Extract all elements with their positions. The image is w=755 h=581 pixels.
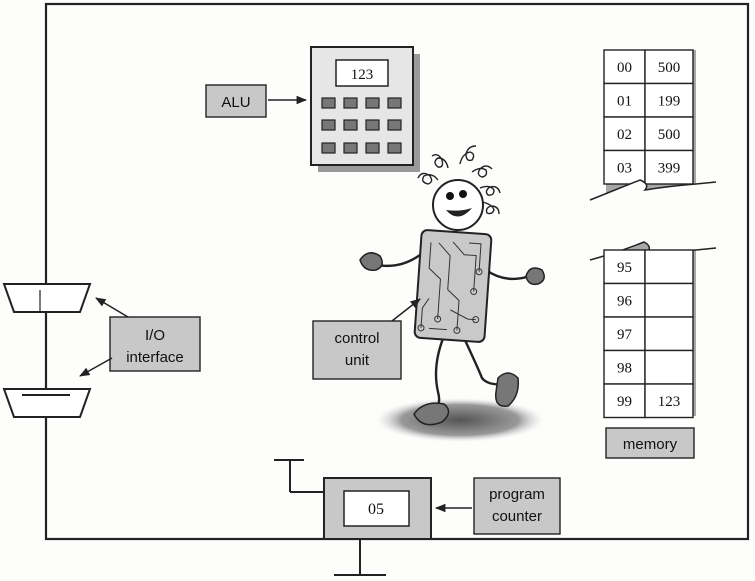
control-unit-arrow xyxy=(391,298,421,322)
program-counter-line2: counter xyxy=(492,508,542,525)
program-counter-display xyxy=(343,490,410,527)
alu-display xyxy=(335,59,389,87)
memory-value: 500 xyxy=(658,60,681,76)
memory-row: 98 xyxy=(603,349,694,385)
memory-address: 03 xyxy=(617,161,632,177)
io-tray-top xyxy=(2,283,92,316)
memory-table: 00 500 01 199 02 500 03 399 95 96 97 98 99 123 memor… xyxy=(589,49,720,459)
memory-address: 01 xyxy=(617,94,632,110)
memory-value: 199 xyxy=(658,94,681,110)
robot-hair xyxy=(417,145,501,215)
memory-row: 03 399 xyxy=(603,149,694,185)
memory-address: 97 xyxy=(617,327,633,343)
robot-head xyxy=(432,179,484,231)
output-stem xyxy=(334,539,386,576)
memory-address: 02 xyxy=(617,127,632,143)
memory-address: 98 xyxy=(617,361,632,377)
robot-circuit-board xyxy=(413,229,493,343)
program-counter-label-box: program counter xyxy=(473,477,561,535)
memory-address: 00 xyxy=(617,60,632,76)
program-counter-line1: program xyxy=(489,486,545,503)
memory-tear xyxy=(590,180,720,260)
memory-row: 96 xyxy=(603,282,694,318)
memory-row: 01 199 xyxy=(603,82,694,118)
robot-left-foot xyxy=(413,402,450,426)
io-interface-box: I/O interface xyxy=(109,316,201,372)
memory-value: 399 xyxy=(658,161,681,177)
alu-keypad xyxy=(321,97,402,154)
robot-right-hand xyxy=(525,267,545,286)
memory-address: 96 xyxy=(617,294,633,310)
alu-display-value: 123 xyxy=(351,67,374,83)
alu-label-box: ALU xyxy=(205,84,267,118)
program-counter-device: 05 xyxy=(274,459,432,540)
io-tray-bottom xyxy=(2,370,92,418)
memory-row: 97 xyxy=(603,316,694,352)
control-unit-line1: control xyxy=(334,330,379,347)
memory-address: 99 xyxy=(617,394,632,410)
robot-right-foot xyxy=(495,372,520,407)
memory-row: 99 123 xyxy=(603,383,694,419)
robot-circuit-traces xyxy=(417,241,483,334)
alu-calculator: 123 xyxy=(310,46,420,172)
io-interface-line1: I/O xyxy=(145,327,165,344)
memory-value: 123 xyxy=(658,394,681,410)
memory-row: 95 xyxy=(603,249,694,285)
robot-left-hand xyxy=(359,252,383,272)
memory-address: 95 xyxy=(617,260,632,276)
io-arrow-top xyxy=(95,297,129,318)
robot-shadow xyxy=(376,398,544,442)
io-interface-line2: interface xyxy=(126,349,184,366)
control-unit-line2: unit xyxy=(345,352,370,369)
memory-value: 500 xyxy=(658,127,681,143)
memory-top-rows: 00 500 01 199 02 500 03 399 xyxy=(603,49,694,185)
memory-row: 00 500 xyxy=(603,49,694,85)
program-counter-value: 05 xyxy=(368,501,384,518)
alu-label: ALU xyxy=(221,94,250,111)
memory-row: 02 500 xyxy=(603,116,694,152)
control-unit-robot xyxy=(359,145,545,442)
memory-bottom-rows: 95 96 97 98 99 123 xyxy=(603,249,694,419)
io-arrow-bottom xyxy=(79,357,113,377)
memory-label: memory xyxy=(623,436,678,453)
control-unit-label-box: control unit xyxy=(312,320,402,380)
